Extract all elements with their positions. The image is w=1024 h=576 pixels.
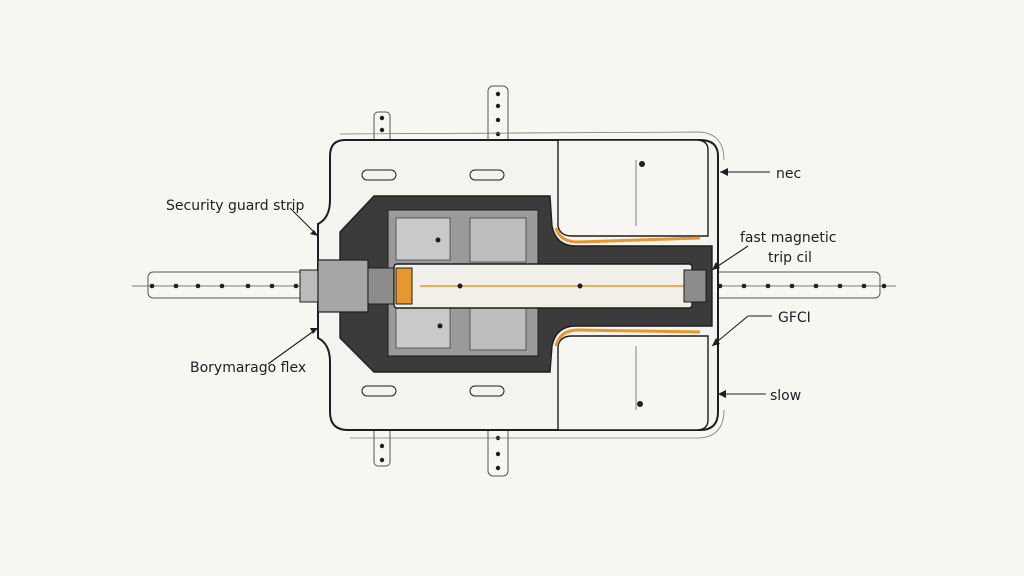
shaft <box>393 263 707 309</box>
label-gfci: GFCI <box>778 310 811 326</box>
rail-hole <box>495 103 501 109</box>
label-nec: nec <box>776 166 801 182</box>
rail-hole <box>881 283 887 289</box>
coil-upper-edge <box>554 227 701 244</box>
rail-hole <box>219 283 225 289</box>
rail-holes <box>149 283 887 289</box>
coil-lower-edge <box>554 328 701 347</box>
rail-hole <box>495 91 501 97</box>
rail-hole <box>495 131 501 137</box>
rail-hole <box>789 283 795 289</box>
rail-hole <box>495 465 501 471</box>
leader-arrowheads <box>310 168 728 398</box>
label-slow: slow <box>770 388 801 404</box>
rail-hole <box>837 283 843 289</box>
label-bodymarage-flex: Borymarago flex <box>190 360 306 376</box>
rail-hole <box>813 283 819 289</box>
label-trip-coil: trip cil <box>768 250 812 266</box>
rail-hole <box>149 283 155 289</box>
rail-hole <box>245 283 251 289</box>
label-security-guard-strip: Security guard strip <box>166 198 305 214</box>
rail-hole <box>379 443 385 449</box>
mounting-slots <box>361 169 505 397</box>
rail-hole <box>379 115 385 121</box>
rail-hole <box>195 283 201 289</box>
lower-chamber <box>557 335 709 431</box>
rail-hole <box>379 127 385 133</box>
upper-chamber <box>557 139 709 237</box>
rail-hole <box>495 451 501 457</box>
label-fast-magnetic: fast magnetic <box>740 230 836 246</box>
rail-hole <box>269 283 275 289</box>
terminal-block <box>299 259 395 313</box>
rail-hole <box>495 117 501 123</box>
rail-hole <box>741 283 747 289</box>
rail-hole <box>765 283 771 289</box>
rail-hole <box>379 457 385 463</box>
rail-hole <box>293 283 299 289</box>
rail-hole <box>173 283 179 289</box>
rail-hole <box>861 283 867 289</box>
